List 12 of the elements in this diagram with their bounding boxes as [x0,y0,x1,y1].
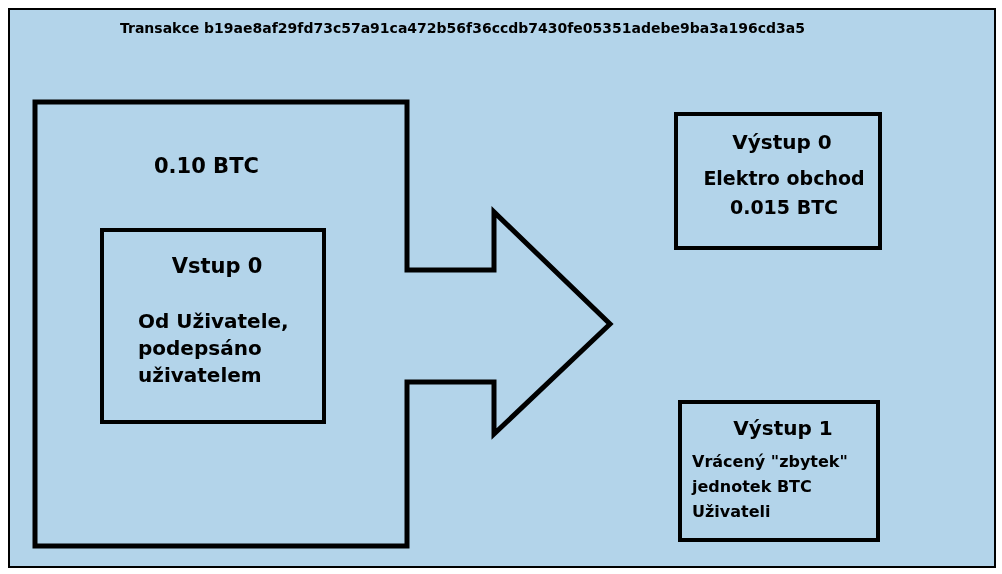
box-heading: Výstup 0 [731,130,833,154]
output-box [674,112,882,250]
box-text: Od Uživatele, podepsáno uživatelem [138,308,290,389]
box-heading: Výstup 1 [732,416,834,440]
box-heading: Vstup 0 [170,254,264,280]
box-text: Vrácený "zbytek" jednotek BTC Uživateli [692,451,849,523]
input-amount: 0.10 BTC [154,154,260,180]
transaction-panel [8,8,996,568]
input-box [100,228,326,424]
output-box [678,400,880,542]
box-text: Elektro obchod 0.015 BTC [702,166,866,220]
transaction-title: Transakce b19ae8af29fd73c57a91ca472b56f36ccdb7430fe05351adebe9ba3a196cd3a5 [120,20,806,37]
